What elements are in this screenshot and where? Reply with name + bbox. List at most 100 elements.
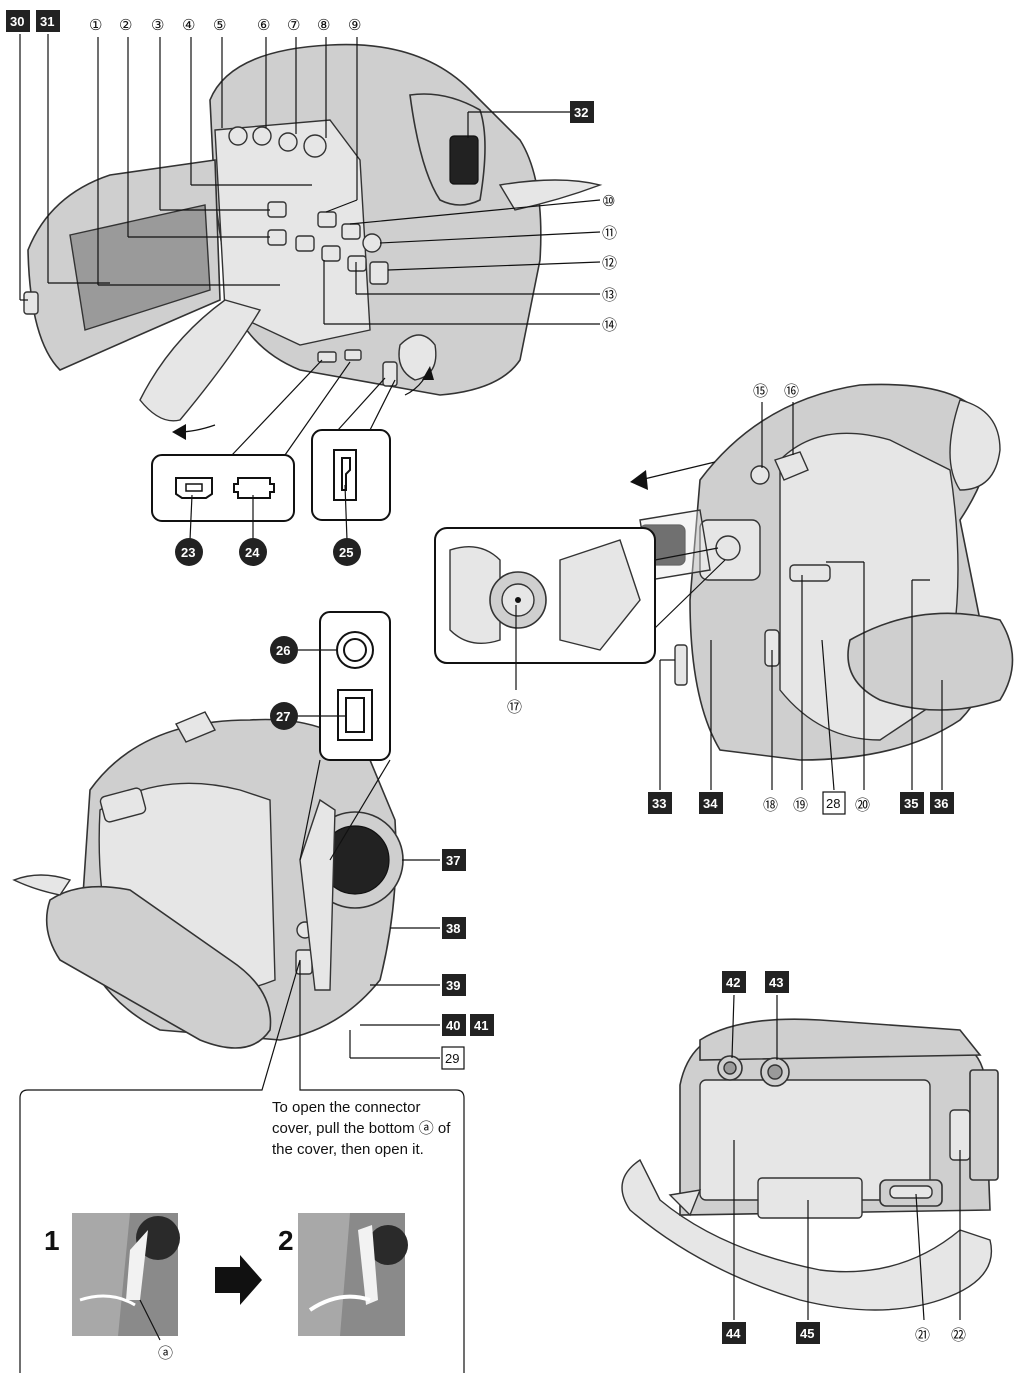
callout-3: ③	[151, 17, 164, 34]
view-lcd-side: ① ② ③ ④ ⑤ ⑥ ⑦ ⑧ ⑨ ⑩ ⑪ ⑫ ⑬ ⑭ 30 31 32 23	[6, 10, 617, 566]
svg-text:⑬: ⑬	[602, 287, 617, 304]
callout-12: ⑫	[602, 255, 617, 272]
callout-10: ⑩	[602, 193, 615, 210]
callout-16: ⑯	[784, 383, 799, 400]
callout-1: ①	[89, 17, 102, 34]
callout-38: 38	[442, 917, 466, 939]
svg-text:35: 35	[904, 796, 918, 811]
callout-21: ㉑	[915, 1327, 930, 1344]
callout-28: 28	[822, 791, 846, 815]
marker-a: ⓐ	[158, 1345, 173, 1362]
callout-5: ⑤	[213, 17, 226, 34]
callout-4: ④	[182, 17, 195, 34]
callout-27: 27	[270, 702, 298, 730]
svg-text:30: 30	[10, 14, 24, 29]
callout-19: ⑲	[793, 797, 808, 814]
svg-text:41: 41	[474, 1018, 488, 1033]
connector-cover-instruction: To open the connector cover, pull the bo…	[272, 1099, 451, 1158]
callout-22: ㉒	[951, 1327, 966, 1344]
callout-25: 25	[333, 538, 361, 566]
callout-7: ⑦	[287, 17, 300, 34]
callout-11: ⑪	[602, 225, 617, 242]
callout-40: 40	[442, 1014, 466, 1036]
view-bottom: 42 43 44 45 ㉑ ㉒	[621, 971, 999, 1344]
svg-text:39: 39	[446, 978, 460, 993]
view-rear: ⑰ ⑮ ⑯ 33 34 ⑱ ⑲ 28 ⑳ 35 36	[434, 383, 1014, 815]
callout-13: ⑬	[602, 287, 617, 304]
svg-text:⑰: ⑰	[507, 699, 522, 716]
callout-44: 44	[722, 1322, 746, 1344]
svg-text:⑨: ⑨	[348, 17, 361, 34]
svg-text:40: 40	[446, 1018, 460, 1033]
callout-37: 37	[442, 849, 466, 871]
callout-39: 39	[442, 974, 466, 996]
svg-text:⑤: ⑤	[213, 17, 226, 34]
instruction-steps: 1 ⓐ 2	[44, 1213, 408, 1362]
callout-2: ②	[119, 17, 132, 34]
svg-text:26: 26	[276, 643, 290, 658]
callout-9: ⑨	[348, 17, 361, 34]
svg-text:⑲: ⑲	[793, 797, 808, 814]
callout-14: ⑭	[602, 317, 617, 334]
svg-text:①: ①	[89, 17, 102, 34]
svg-text:⑧: ⑧	[317, 17, 330, 34]
svg-text:⑭: ⑭	[602, 317, 617, 334]
callout-17: ⑰	[507, 699, 522, 716]
svg-text:⑪: ⑪	[602, 225, 617, 242]
callout-15: ⑮	[753, 383, 768, 400]
view-front: 26 27 37 38 39 40 41 29	[12, 611, 494, 1373]
callout-31: 31	[36, 10, 60, 32]
svg-text:34: 34	[703, 796, 718, 811]
svg-text:36: 36	[934, 796, 948, 811]
svg-text:㉑: ㉑	[915, 1327, 930, 1344]
svg-text:⑯: ⑯	[784, 383, 799, 400]
callout-29: 29	[441, 1046, 465, 1070]
svg-text:⑥: ⑥	[257, 17, 270, 34]
callout-32: 32	[570, 101, 594, 123]
callout-20: ⑳	[855, 797, 870, 814]
svg-text:44: 44	[726, 1326, 741, 1341]
callout-33: 33	[648, 792, 672, 814]
svg-text:23: 23	[181, 545, 195, 560]
svg-text:45: 45	[800, 1326, 814, 1341]
connector-inset	[151, 454, 295, 522]
next-arrow-icon	[215, 1255, 262, 1305]
svg-text:⑦: ⑦	[287, 17, 300, 34]
svg-text:28: 28	[826, 796, 840, 811]
svg-text:②: ②	[119, 17, 132, 34]
callout-36: 36	[930, 792, 954, 814]
svg-text:⑳: ⑳	[855, 797, 870, 814]
svg-text:31: 31	[40, 14, 54, 29]
callout-24: 24	[239, 538, 267, 566]
svg-text:33: 33	[652, 796, 666, 811]
callout-26: 26	[270, 636, 298, 664]
svg-text:⑮: ⑮	[753, 383, 768, 400]
svg-text:⑩: ⑩	[602, 193, 615, 210]
svg-text:25: 25	[339, 545, 353, 560]
top-buttons	[228, 126, 389, 285]
svg-text:27: 27	[276, 709, 290, 724]
lcd-screen	[69, 204, 211, 331]
callout-8: ⑧	[317, 17, 330, 34]
svg-text:④: ④	[182, 17, 195, 34]
callout-41: 41	[470, 1014, 494, 1036]
callout-6: ⑥	[257, 17, 270, 34]
svg-text:32: 32	[574, 105, 588, 120]
svg-text:37: 37	[446, 853, 460, 868]
viewfinder-eyepiece	[449, 135, 479, 185]
callout-34: 34	[699, 792, 723, 814]
svg-text:⑫: ⑫	[602, 255, 617, 272]
svg-text:42: 42	[726, 975, 740, 990]
callout-23: 23	[175, 538, 203, 566]
callout-30: 30	[6, 10, 30, 32]
step-1-number: 1	[44, 1225, 60, 1256]
callout-42: 42	[722, 971, 746, 993]
callout-18: ⑱	[763, 797, 778, 814]
svg-text:㉒: ㉒	[951, 1327, 966, 1344]
step-2-number: 2	[278, 1225, 294, 1256]
svg-text:29: 29	[445, 1051, 459, 1066]
svg-text:③: ③	[151, 17, 164, 34]
callout-35: 35	[900, 792, 924, 814]
svg-text:38: 38	[446, 921, 460, 936]
